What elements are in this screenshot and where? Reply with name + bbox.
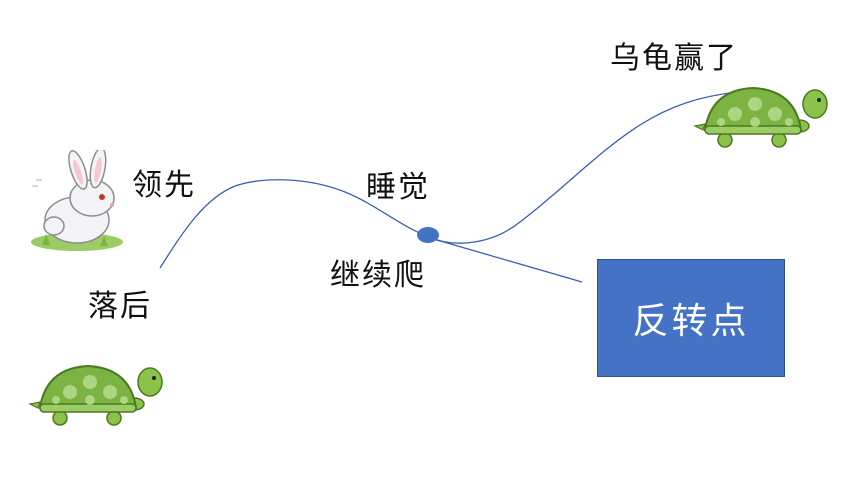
tortoise-icon: [28, 364, 163, 426]
label-lead: 领先: [132, 168, 196, 203]
label-continue-crawl: 继续爬: [330, 258, 426, 293]
rabbit-icon: [31, 150, 123, 251]
reversal-point-marker: [417, 227, 439, 243]
label-sleep: 睡觉: [366, 170, 430, 205]
label-tortoise-won: 乌龟赢了: [610, 41, 738, 76]
label-behind: 落后: [88, 289, 152, 324]
reversal-point-box: 反转点: [597, 259, 785, 377]
reversal-connector: [429, 237, 583, 283]
tortoise-icon: [693, 86, 828, 148]
reversal-point-label: 反转点: [632, 301, 750, 342]
story-curve: [159, 91, 739, 269]
